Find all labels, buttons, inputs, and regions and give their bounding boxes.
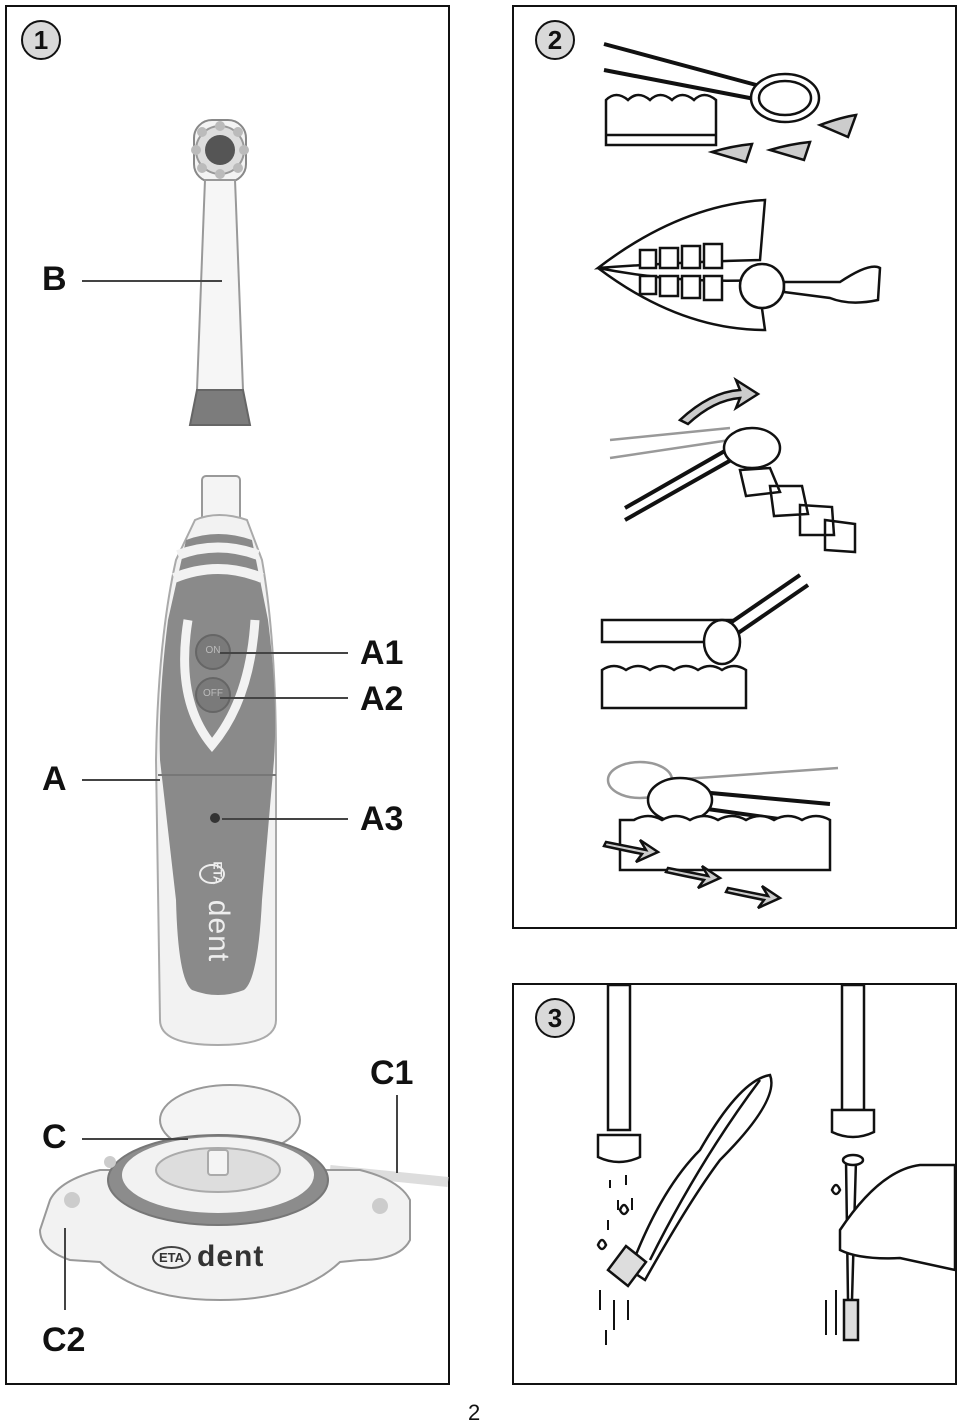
leader-a2 <box>220 697 348 699</box>
handle-on-button[interactable]: ON <box>205 645 221 656</box>
leader-c <box>82 1138 188 1140</box>
label-c1: C1 <box>370 1054 414 1092</box>
leader-a1 <box>220 652 348 654</box>
charger-brand-name: dent <box>197 1240 265 1273</box>
figure-1-badge: 1 <box>21 20 61 60</box>
leader-a3 <box>222 818 348 820</box>
label-b: B <box>42 260 67 298</box>
brushing-step-mouth <box>593 198 882 332</box>
brushing-step-outer <box>603 42 858 164</box>
leader-c1 <box>396 1095 398 1173</box>
rinse-brush-head-left <box>596 983 773 1345</box>
brushing-step-inner <box>600 573 810 710</box>
leader-b <box>82 280 222 282</box>
brushing-step-back <box>602 760 839 910</box>
label-c: C <box>42 1118 67 1156</box>
brush-head-b <box>188 119 252 426</box>
label-a3: A3 <box>360 800 404 838</box>
toothbrush-handle-a <box>154 475 277 1047</box>
label-a: A <box>42 760 67 798</box>
label-c2: C2 <box>42 1321 86 1359</box>
charger-eta-logo: ETA <box>152 1245 192 1269</box>
leader-c2 <box>64 1228 66 1310</box>
figure-2-badge: 2 <box>535 20 575 60</box>
page-number: 2 <box>468 1400 481 1425</box>
leader-a <box>82 779 160 781</box>
label-a2: A2 <box>360 680 404 718</box>
handle-off-button[interactable]: OFF <box>203 688 223 699</box>
charger-logo: ETA dent <box>152 1240 264 1274</box>
charger-base-c <box>38 1084 449 1302</box>
label-a1: A1 <box>360 634 404 672</box>
figure-3-badge: 3 <box>535 998 575 1038</box>
brushing-step-chewing <box>609 376 857 554</box>
rinse-brush-head-right <box>825 983 957 1342</box>
